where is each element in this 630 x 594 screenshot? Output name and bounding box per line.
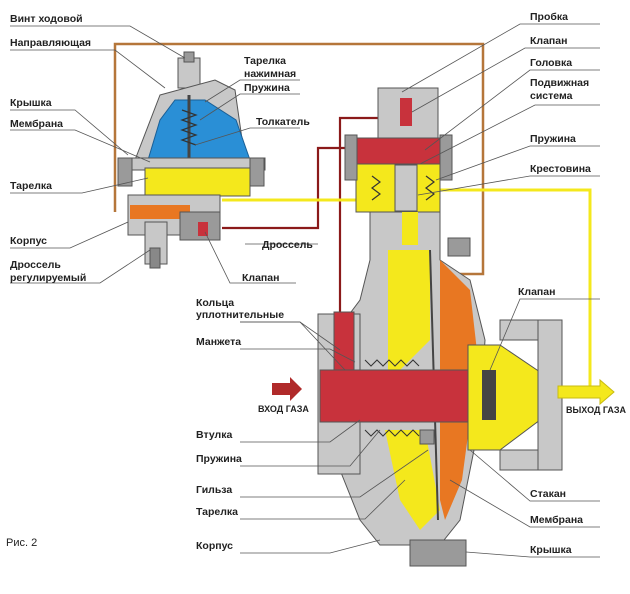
label-membrana-left: Мембрана (10, 118, 63, 130)
label-pruzhina-right: Пружина (530, 133, 576, 145)
label-vtulka: Втулка (196, 429, 232, 441)
label-klapan-right-mid: Клапан (518, 286, 555, 298)
label-kryshka-left: Крышка (10, 97, 52, 109)
figure-caption: Рис. 2 (6, 537, 37, 549)
outlet-arrow (557, 378, 615, 406)
label-stakan: Стакан (530, 488, 566, 500)
inlet-feed-line (338, 116, 385, 315)
label-manzheta: Манжета (196, 336, 241, 348)
label-napravlyayushchaya: Направляющая (10, 37, 91, 49)
label-drossel-reg-1: Дроссель (10, 259, 61, 271)
label-klapan-pilot: Клапан (242, 272, 279, 284)
impulse-line (113, 42, 485, 276)
outlet-line-right (440, 188, 592, 392)
label-korpus-left: Корпус (10, 235, 47, 247)
control-head (344, 87, 453, 213)
label-kryshka-right: Крышка (530, 544, 572, 556)
label-golovka: Головка (530, 57, 572, 69)
label-tarelka-nazh-2: нажимная (244, 68, 296, 80)
label-drossel: Дроссель (262, 239, 313, 251)
label-korpus-bottom: Корпус (196, 540, 233, 552)
pilot-regulator (117, 51, 266, 269)
label-podv-sys-2: система (530, 90, 573, 102)
label-vint-hodovoy: Винт ходовой (10, 13, 83, 25)
label-membrana-right: Мембрана (530, 514, 583, 526)
label-tarelka-left: Тарелка (10, 180, 52, 192)
label-pruzhina-top: Пружина (244, 82, 290, 94)
label-vyhod-gaza: ВЫХОД ГАЗА (566, 405, 627, 415)
labels: Винт ходовой Направляющая Крышка Мембран… (6, 11, 627, 556)
inlet-arrow (272, 377, 302, 401)
leader-lines (10, 23, 600, 558)
label-klapan-right-top: Клапан (530, 35, 567, 47)
label-pruzhina-bottom: Пружина (196, 453, 242, 465)
label-koltsa-2: уплотнительные (196, 309, 284, 321)
label-tarelka-bottom: Тарелка (196, 506, 238, 518)
main-regulator (317, 211, 563, 567)
label-probka: Пробка (530, 11, 568, 23)
label-tarelka-nazh-1: Тарелка (244, 55, 286, 67)
label-koltsa-1: Кольца (196, 297, 234, 309)
label-drossel-reg-2: регулируемый (10, 272, 86, 284)
label-vhod-gaza: ВХОД ГАЗА (258, 404, 309, 414)
label-podv-sys-1: Подвижная (530, 77, 589, 89)
label-gilza: Гильза (196, 484, 232, 496)
label-tolkatel: Толкатель (256, 116, 310, 128)
label-krestovina: Крестовина (530, 163, 591, 175)
